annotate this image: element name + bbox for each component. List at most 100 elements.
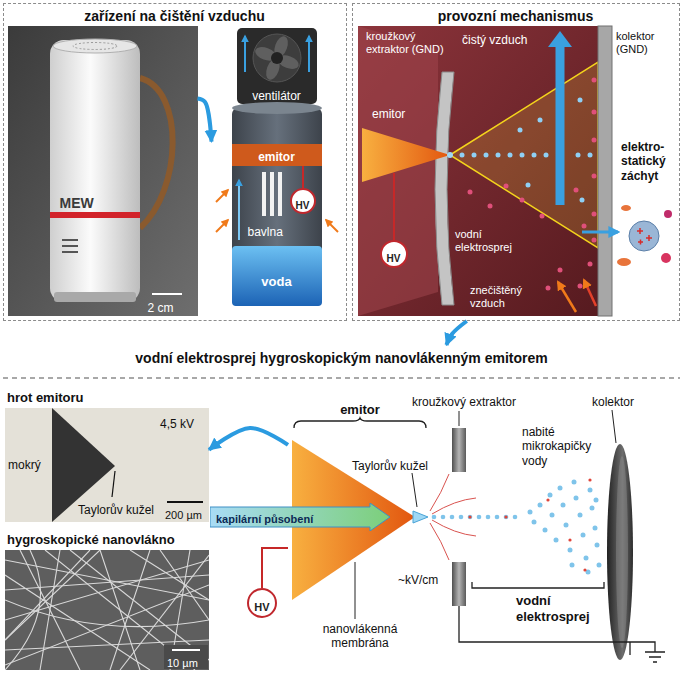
text-slot: znečištěný vzduch xyxy=(470,284,542,311)
text-slot: emitor xyxy=(372,104,422,122)
art-path xyxy=(5,550,90,640)
device-schematic-art xyxy=(216,28,338,306)
art-circle xyxy=(574,188,579,193)
art-circle xyxy=(504,515,509,520)
text-slot: vodní elektrosprej xyxy=(455,228,535,255)
divider-line xyxy=(3,377,680,379)
art-path xyxy=(140,78,173,228)
art-circle xyxy=(546,286,551,291)
text-slot: kapilární působení xyxy=(216,509,356,527)
text-slot: kolektor (GND) xyxy=(616,30,678,57)
art-rect xyxy=(5,550,209,670)
hv-source: HV xyxy=(380,240,408,268)
panel-heading: vodní elektrosprej hygroskopickým nanovl… xyxy=(135,350,547,367)
device-photo-art xyxy=(8,26,198,316)
part-label: emitor xyxy=(372,107,405,121)
art-path xyxy=(5,550,100,640)
art-circle xyxy=(592,110,597,115)
art-circle xyxy=(447,152,453,158)
panel: vodní elektrosprej hygroskopickým nanovl… xyxy=(3,345,680,680)
scale-label: 2 cm xyxy=(148,301,174,315)
image-label: Taylorův kužel xyxy=(78,503,154,517)
art-circle xyxy=(570,563,575,568)
art-path xyxy=(637,228,652,245)
sem-image: hygroskopické nanovlákno10 µm xyxy=(5,530,209,673)
text-slot: 2 cm xyxy=(148,298,196,316)
art-circle xyxy=(554,538,559,543)
hv-label: HV xyxy=(387,253,401,265)
art-rect xyxy=(262,172,266,216)
sem-art xyxy=(5,550,209,670)
text-slot: čistý vzduch xyxy=(462,30,538,48)
art-circle xyxy=(582,224,587,229)
art-rect xyxy=(358,26,602,316)
part-label: ventilátor xyxy=(252,89,301,103)
art-path xyxy=(435,72,454,305)
art-ellipse xyxy=(73,43,117,50)
art-line xyxy=(167,501,203,503)
art-circle xyxy=(564,523,569,528)
text-slot: hrot emitoru xyxy=(7,388,187,406)
art-circle xyxy=(472,153,477,158)
art-line xyxy=(172,649,200,651)
art-circle xyxy=(488,204,493,209)
art-rect xyxy=(237,28,317,104)
text-slot: HV xyxy=(292,195,314,213)
art-circle xyxy=(592,174,597,179)
art-path xyxy=(326,220,338,232)
art-circle xyxy=(572,480,577,485)
text-slot: elektro-statický záchyt xyxy=(621,140,680,184)
text-slot: vodní elektrosprej hygroskopickým nanovl… xyxy=(3,349,680,367)
text-slot: 4,5 kV xyxy=(160,414,206,432)
art-circle xyxy=(460,153,465,158)
flow-arrow xyxy=(446,321,466,345)
art-line xyxy=(355,562,356,619)
flow-label: čistý vzduch xyxy=(462,33,527,47)
art-circle xyxy=(543,528,548,533)
image-label: mokrý xyxy=(8,458,41,472)
part-label: kroužkový extraktor (GND) xyxy=(366,30,458,56)
part-label: emitor xyxy=(258,150,295,164)
art-circle xyxy=(550,513,555,518)
art-rect xyxy=(452,562,466,606)
art-path xyxy=(216,220,228,232)
part-label: bavlna xyxy=(248,225,283,239)
text-slot: vodní elektrosprej xyxy=(516,593,604,625)
art-line xyxy=(152,293,182,295)
text-slot: ~kV/cm xyxy=(398,570,452,588)
panel-heading: zařízení na čištění vzduchu xyxy=(84,8,265,25)
art-line xyxy=(459,411,460,426)
art-circle xyxy=(595,543,600,548)
art-path xyxy=(40,550,60,670)
art-circle xyxy=(513,515,518,520)
art-circle xyxy=(592,78,597,83)
art-circle xyxy=(468,515,471,518)
art-circle xyxy=(588,488,593,493)
art-circle xyxy=(561,503,566,508)
art-rect xyxy=(270,172,274,216)
arrow-body xyxy=(210,503,390,531)
part-label: voda xyxy=(261,274,291,290)
art-circle xyxy=(441,515,446,520)
art-path xyxy=(216,190,228,202)
art-rect xyxy=(232,246,322,306)
tip-photo-art xyxy=(5,408,209,522)
art-circle xyxy=(558,268,563,273)
art-circle xyxy=(495,515,500,520)
art-line xyxy=(612,410,616,443)
process-label: vodní elektrosprej xyxy=(516,593,604,624)
art-line xyxy=(302,166,304,188)
hv-label: HV xyxy=(254,601,269,613)
art-path xyxy=(5,550,41,670)
art-ellipse xyxy=(607,444,633,660)
art-circle xyxy=(468,190,473,195)
art-path xyxy=(472,582,604,588)
art-circle xyxy=(508,153,513,158)
text-slot: emitor xyxy=(288,400,432,418)
art-line xyxy=(393,173,395,240)
text-slot: Taylorův kužel xyxy=(78,500,164,518)
text-slot: zařízení na čištění vzduchu xyxy=(4,7,345,25)
process-label: elektro-statický záchyt xyxy=(621,140,680,183)
